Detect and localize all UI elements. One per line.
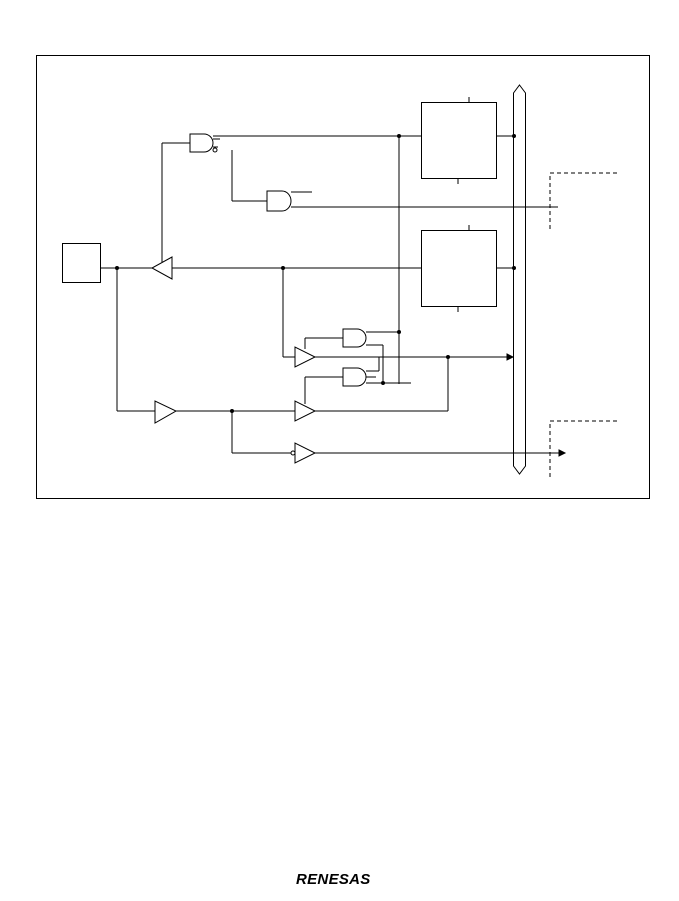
dashed-boundary-lower	[549, 420, 617, 478]
input-buffer-lower	[294, 400, 317, 422]
inverting-buffer	[294, 442, 317, 464]
diagram-frame	[36, 55, 650, 499]
input-buffer-upper	[294, 346, 317, 368]
and-gate-middle-1	[342, 328, 367, 348]
input-buffer-pin	[154, 400, 178, 424]
register-box-lower	[421, 230, 497, 307]
brand-text: RENESAS	[296, 871, 371, 888]
and-gate-upper	[189, 133, 214, 153]
internal-bus	[513, 84, 526, 475]
and-gate-middle-2	[342, 367, 367, 387]
pin-box	[62, 243, 101, 283]
junction-dots	[115, 134, 516, 413]
register-box-upper	[421, 102, 497, 179]
and-gate-second	[266, 190, 292, 212]
dashed-boundary-upper	[549, 172, 617, 230]
renesas-logo: RENESAS	[296, 871, 392, 889]
